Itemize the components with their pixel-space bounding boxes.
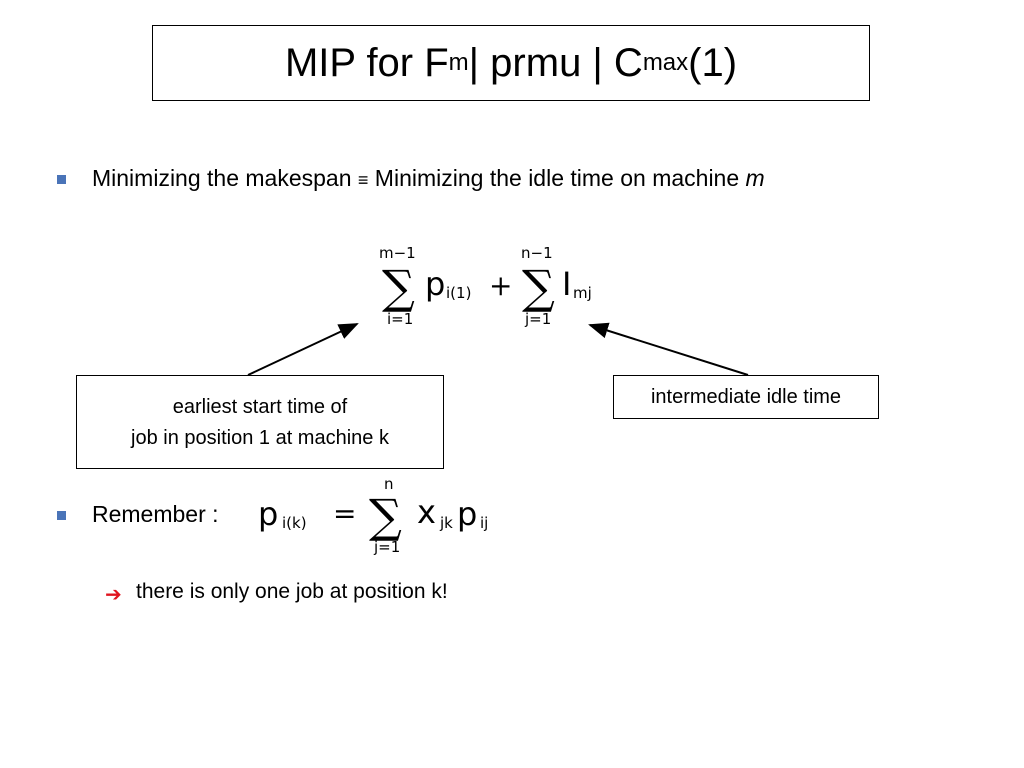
p-ik-symbol: p (258, 495, 279, 533)
bullet-1-italic-var: m (745, 165, 765, 191)
sum1-upper: m−1 (379, 244, 416, 262)
bullet-1-after: Minimizing the idle time on machine (368, 165, 746, 191)
sum-upper: n (384, 475, 394, 493)
formula-1: m−1 ∑ i=1 p i(1) + n−1 ∑ j=1 I mj (376, 244, 606, 328)
callout-left-line1: earliest start time of (172, 396, 348, 418)
callout-earliest-start: earliest start time of job in position 1… (76, 375, 444, 469)
p-subscript: i(1) (446, 284, 472, 302)
equiv-symbol: ≡ (357, 170, 369, 190)
sum2-sigma: ∑ (522, 260, 555, 314)
callout-right-text: intermediate idle time (650, 386, 842, 408)
sum-lower: j=1 (374, 538, 401, 556)
callout-idle-time: intermediate idle time (613, 375, 879, 419)
title-suffix: (1) (688, 40, 738, 85)
sum2-upper: n−1 (521, 244, 553, 262)
I-subscript: mj (573, 284, 592, 302)
sum2-lower: j=1 (525, 310, 552, 328)
plus-sign: + (489, 269, 513, 302)
p-ik-subscript: i(k) (282, 514, 307, 532)
arrow-right-icon: ➔ (105, 584, 122, 606)
title-prefix: MIP for F (284, 40, 449, 85)
bullet-icon (57, 511, 66, 520)
sum1-lower: i=1 (387, 310, 414, 328)
equals-sign: = (333, 497, 357, 530)
bullet-1-before: Minimizing the makespan (92, 165, 358, 191)
sum-sigma: ∑ (369, 489, 402, 543)
arrow-left (247, 323, 359, 376)
I-symbol: I (562, 265, 572, 303)
p-ij-symbol: p (457, 495, 478, 533)
formula-2: p i(k) = n ∑ j=1 x jk p ij (258, 474, 508, 558)
bullet-icon (57, 175, 66, 184)
x-symbol: x (417, 493, 436, 531)
arrow-right (588, 322, 749, 376)
bullet-1-text: Minimizing the makespan ≡ Minimizing the… (92, 165, 765, 192)
p-ij-subscript: ij (480, 514, 489, 532)
bullet-2-label: Remember : (92, 501, 219, 527)
sub-bullet-text: there is only one job at position k! (136, 580, 448, 603)
sum1-sigma: ∑ (382, 260, 415, 314)
x-subscript: jk (440, 514, 453, 532)
title-middle: | prmu | C (468, 40, 643, 85)
p-symbol: p (425, 265, 446, 303)
callout-left-line2: job in position 1 at machine k (131, 427, 389, 449)
